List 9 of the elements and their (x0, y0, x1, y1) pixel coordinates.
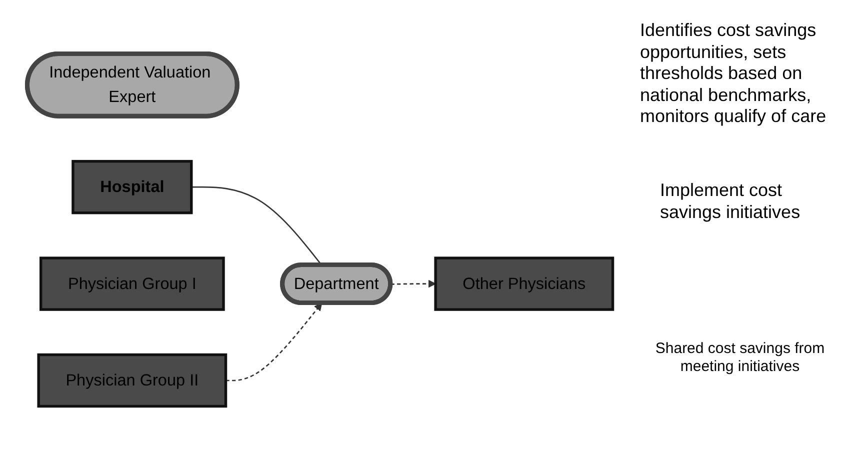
node-box: Hospital (72, 160, 193, 214)
note-text: Identifies cost savings opportunities, sets thresholds based on national benchmarks, monitors qualify of care (640, 20, 828, 128)
node-box: Physician Group I (40, 256, 225, 311)
note-text: Implement cost savings initiatives (660, 180, 802, 224)
arrow (390, 280, 436, 288)
node-box: Other Physicians (434, 256, 614, 311)
node-box: Physician Group II (37, 353, 228, 408)
arrow (226, 302, 322, 382)
note-text: Shared cost savings from meeting initiatives (654, 340, 826, 376)
